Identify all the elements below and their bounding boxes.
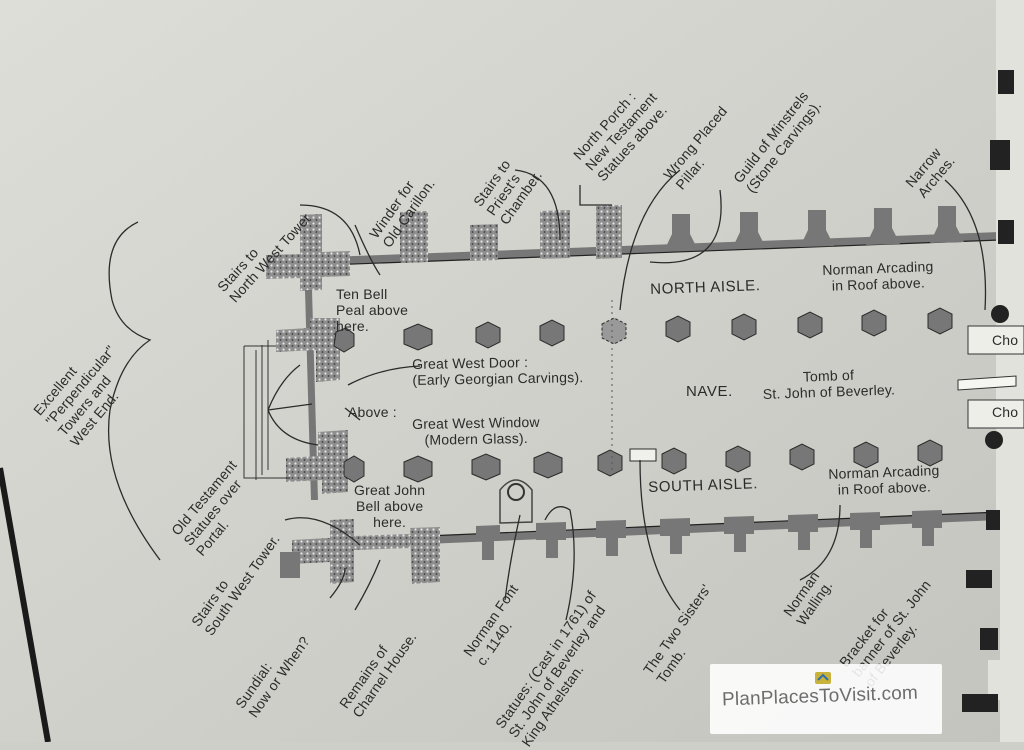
label-great-west-door: Great West Door : (Early Georgian Carvin… (412, 353, 584, 388)
label-great-john-bell: Great John Bell above here. (354, 482, 426, 530)
plane-logo-icon (815, 672, 831, 684)
label-tomb-st-john: Tomb of St. John of Beverley. (762, 366, 896, 402)
label-choir-upper: Cho (992, 332, 1019, 348)
label-above: Above : (348, 404, 397, 420)
label-great-west-window: Great West Window (Modern Glass). (412, 413, 540, 448)
label-norman-arcading-north: Norman Arcading in Roof above. (822, 258, 934, 294)
south-arcade-pillars (343, 439, 943, 483)
leader-lines (107, 169, 987, 621)
north-arcade-pillars (333, 307, 953, 353)
south-wall (280, 479, 1001, 584)
east-transept (957, 0, 1024, 742)
label-choir-lower: Cho (992, 404, 1019, 420)
label-nave: NAVE. (686, 383, 733, 400)
watermark-box: PlanPlacesToVisit.com (710, 664, 942, 734)
north-wall (266, 205, 1001, 291)
watermark-text: PlanPlacesToVisit.com (721, 682, 919, 711)
west-end (243, 290, 348, 500)
board-left-edge (0, 467, 51, 742)
label-ten-bell-peal: Ten Bell Peal above here. (336, 286, 409, 334)
label-norman-arcading-south: Norman Arcading in Roof above. (828, 462, 940, 498)
